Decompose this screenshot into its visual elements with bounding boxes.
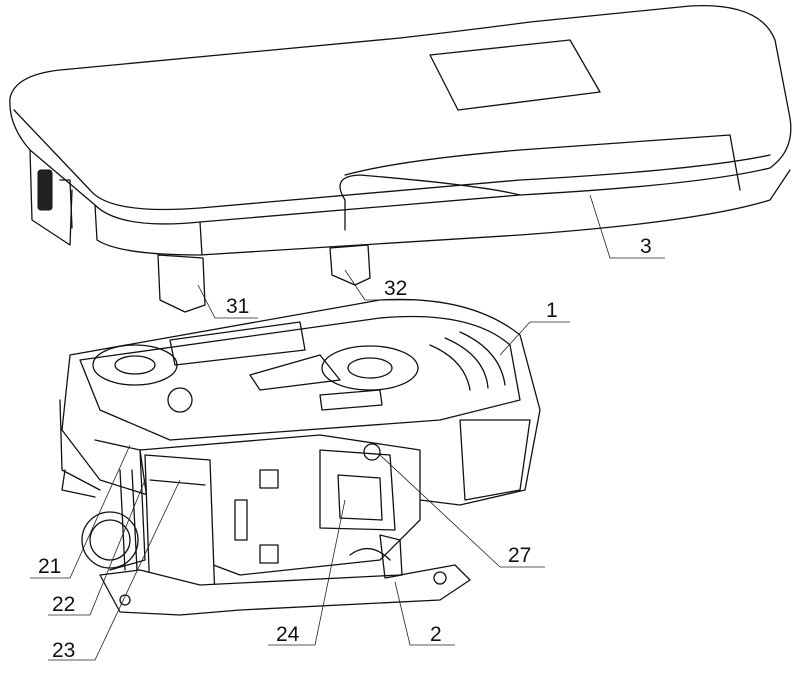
label-part-27: 27 [508, 544, 532, 567]
label-cassette: 1 [546, 299, 558, 322]
label-part-24: 24 [276, 623, 300, 646]
base-part [99, 534, 471, 616]
lid-part [9, 4, 792, 313]
label-lid-tab-right: 32 [384, 277, 408, 300]
label-lid: 3 [640, 235, 652, 258]
label-part-23: 23 [52, 639, 76, 662]
label-part-21: 21 [38, 555, 62, 578]
leader-lines [30, 194, 665, 661]
cassette-part [59, 298, 541, 601]
label-part-22: 22 [52, 593, 76, 616]
label-base: 2 [430, 623, 442, 646]
label-lid-tab-left: 31 [226, 295, 250, 318]
